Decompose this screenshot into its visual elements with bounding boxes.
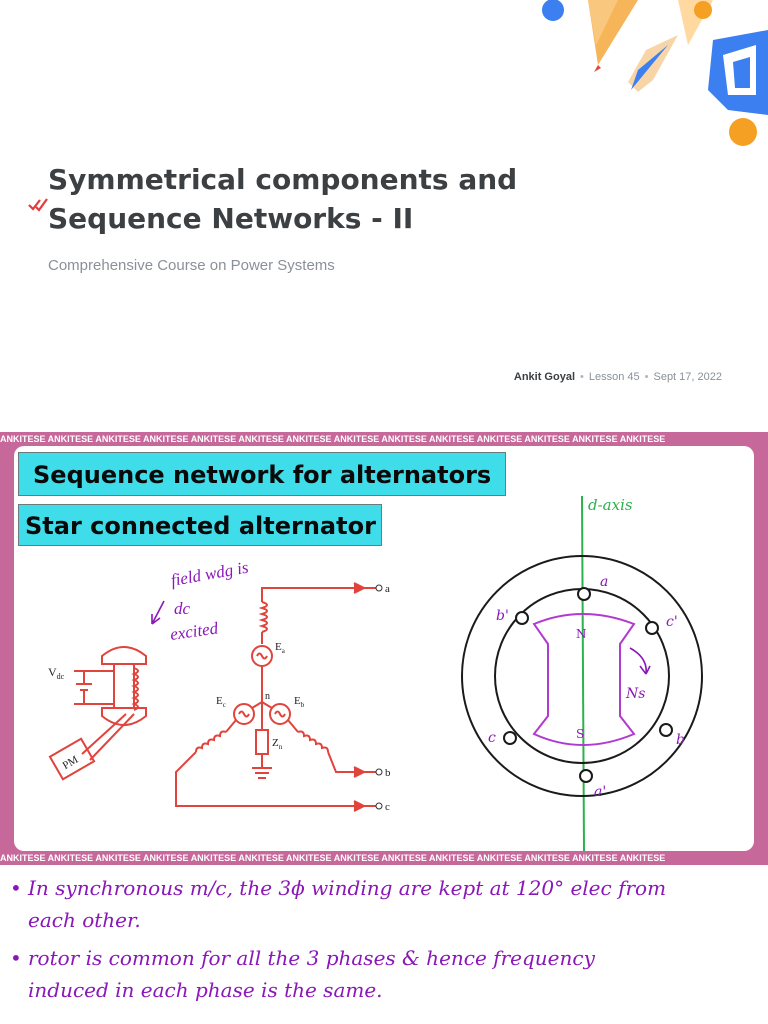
course-subtitle: Comprehensive Course on Power Systems (48, 257, 335, 274)
note-line: In synchronous m/c, the 3ϕ winding are k… (28, 876, 667, 900)
lesson-title-line-2: Sequence Networks - II (48, 202, 414, 235)
double-check-icon (28, 198, 48, 212)
note-bullet: • (10, 876, 22, 900)
watermark-bottom: ANKITESE ANKITESE ANKITESE ANKITESE ANKI… (0, 853, 666, 863)
meta-separator: • (644, 371, 649, 383)
label-ec: Ec (216, 695, 226, 709)
terminal-label-a: a (600, 574, 608, 590)
slide-heading-sequence-network: Sequence network for alternators (18, 452, 506, 496)
handwritten-notes: •In synchronous m/c, the 3ϕ winding are … (0, 866, 768, 1024)
label-pm: PM (61, 754, 81, 772)
meta-separator: • (580, 371, 584, 383)
terminal-b (375, 768, 383, 776)
lesson-date: Sept 17, 2022 (653, 371, 722, 383)
alternator-cross-section-sketch: d-axis N S Ns a b' c' c b a' (461, 495, 703, 851)
label-terminal-c: c (385, 801, 390, 813)
annotation-field-winding: field wdg is (169, 558, 250, 590)
lesson-title-card: Symmetrical components and Sequence Netw… (0, 0, 768, 430)
label-neutral: n (265, 691, 270, 702)
terminal-label-c: c (488, 730, 496, 746)
lesson-meta: Ankit Goyal • Lesson 45 • Sept 17, 2022 (514, 371, 722, 383)
terminal-c (375, 802, 383, 810)
slide-heading-star-connected: Star connected alternator (18, 504, 382, 546)
terminal-label-a-prime: a' (594, 784, 606, 800)
stator-slots (503, 587, 673, 783)
decorative-pencil-illustration (542, 0, 768, 146)
label-zn: Zn (272, 737, 283, 751)
star-alternator-circuit-diagram: field wdg is dc excited Vdc PM (48, 558, 391, 813)
label-terminal-b: b (385, 767, 391, 779)
d-axis-line (581, 495, 585, 851)
annotation-dc: dc (174, 599, 191, 618)
label-terminal-a: a (385, 583, 390, 595)
label-ea: Ea (275, 641, 286, 655)
lesson-title-line-1: Symmetrical components and (48, 163, 518, 196)
d-axis-label: d-axis (588, 496, 633, 514)
pole-s: S (576, 727, 584, 741)
annotation-arrow (151, 600, 165, 625)
terminal-label-c-prime: c' (666, 614, 678, 630)
lesson-title: Symmetrical components and Sequence Netw… (48, 160, 568, 238)
terminal-label-b: b (676, 732, 685, 748)
note-line: rotor is common for all the 3 phases & h… (28, 946, 595, 970)
rotor-outline (532, 613, 636, 746)
note-line: induced in each phase is the same. (28, 978, 383, 1002)
lecture-slide: ANKITESE ANKITESE ANKITESE ANKITESE ANKI… (0, 432, 768, 865)
terminal-label-b-prime: b' (496, 608, 509, 624)
label-eb: Eb (294, 695, 305, 709)
note-item-1: •In synchronous m/c, the 3ϕ winding are … (10, 872, 666, 936)
pole-n: N (576, 627, 587, 641)
annotation-excited: excited (169, 618, 220, 644)
star-winding (175, 582, 376, 812)
note-bullet: • (10, 946, 22, 970)
terminal-a (375, 584, 383, 592)
speed-ns: Ns (625, 686, 645, 702)
rotor-field-structure (48, 646, 147, 781)
author-name[interactable]: Ankit Goyal (513, 371, 575, 383)
label-vdc: Vdc (48, 665, 65, 681)
stator-outer (461, 555, 703, 797)
slide-content: Sequence network for alternators Star co… (14, 446, 754, 851)
watermark-top: ANKITESE ANKITESE ANKITESE ANKITESE ANKI… (0, 434, 666, 444)
lesson-number: Lesson 45 (588, 371, 640, 383)
note-item-2: •rotor is common for all the 3 phases & … (10, 942, 595, 1006)
rotation-arrow (629, 647, 651, 675)
note-line: each other. (28, 908, 141, 932)
